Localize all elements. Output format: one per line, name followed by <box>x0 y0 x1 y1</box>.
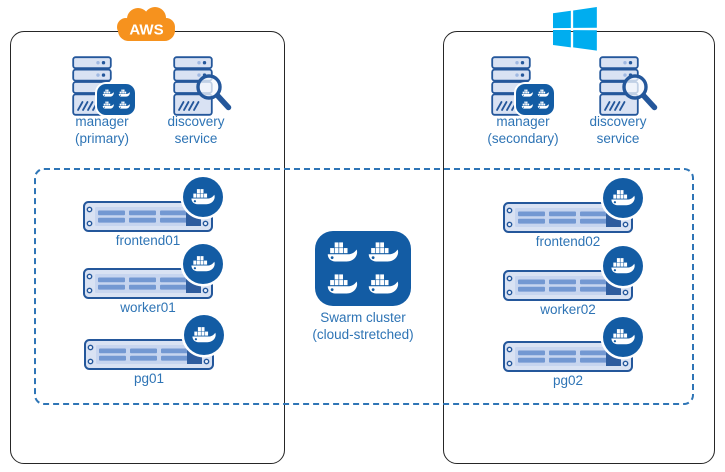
swarm-cluster-label: Swarm cluster (cloud-stretched) <box>312 310 414 342</box>
docker-whale-badge-icon <box>184 315 224 355</box>
manager-primary-label: manager (primary) <box>75 114 129 146</box>
windows-logo-icon <box>553 7 597 51</box>
docker-whale-badge-icon <box>603 317 643 357</box>
docker-whale-icon <box>118 89 131 98</box>
node-label: pg01 <box>133 371 165 386</box>
docker-whale-icon <box>610 328 637 347</box>
node-label: frontend02 <box>535 234 601 249</box>
docker-whale-icon <box>367 273 401 297</box>
docker-whale-badge-icon <box>603 178 643 218</box>
node-label: pg02 <box>552 373 584 388</box>
docker-whale-icon <box>521 101 534 110</box>
docker-whale-icon <box>191 326 218 345</box>
docker-whale-badge-icon <box>183 244 223 284</box>
node-label: worker02 <box>540 302 596 317</box>
docker-whale-icon <box>610 189 637 208</box>
docker-whale-icon <box>190 188 217 207</box>
docker-whale-icon <box>118 101 131 110</box>
aws-label: AWS <box>129 22 163 39</box>
docker-whale-icon <box>102 101 115 110</box>
docker-whale-icon <box>610 257 637 276</box>
docker-whale-icon <box>537 101 550 110</box>
docker-whale-icon <box>326 241 360 265</box>
aws-cloud-icon: AWS <box>117 7 175 41</box>
docker-whale-badge-icon <box>603 246 643 286</box>
discovery-service-left-label: discovery service <box>167 114 225 146</box>
docker-whale-icon <box>190 255 217 274</box>
swarm-cluster-boundary <box>34 168 694 405</box>
docker-swarm-cluster-icon <box>315 231 411 306</box>
docker-whale-icon <box>521 89 534 98</box>
docker-swarm-badge-icon <box>516 84 554 115</box>
node-label: worker01 <box>120 300 176 315</box>
magnifier-icon <box>193 72 235 116</box>
manager-secondary-label: manager (secondary) <box>487 114 559 146</box>
docker-whale-icon <box>326 273 360 297</box>
discovery-service-right-label: discovery service <box>589 114 647 146</box>
docker-swarm-badge-icon <box>97 84 135 115</box>
docker-whale-icon <box>102 89 115 98</box>
node-label: frontend01 <box>115 233 181 248</box>
docker-whale-icon <box>537 89 550 98</box>
docker-whale-badge-icon <box>183 177 223 217</box>
magnifier-icon <box>619 72 661 116</box>
docker-whale-icon <box>367 241 401 265</box>
